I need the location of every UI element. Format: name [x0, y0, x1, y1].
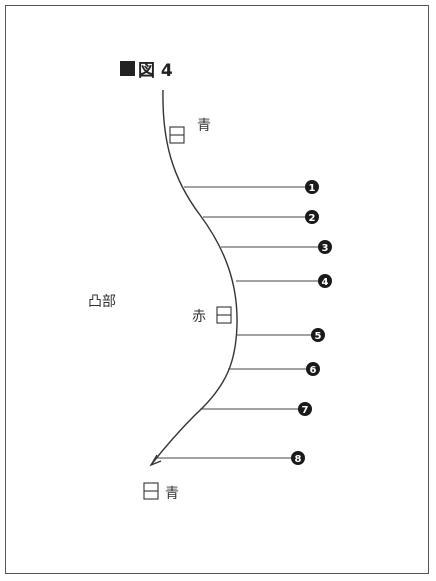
arrowhead-icon	[149, 454, 162, 467]
marker-label: 1	[309, 183, 316, 194]
marker-label: 3	[322, 243, 329, 254]
main-curve	[150, 89, 238, 466]
figure-title-text: 図 4	[138, 61, 173, 81]
middle-color-label: 赤	[192, 309, 206, 325]
figure-title: 図 4	[120, 56, 173, 81]
marker-label: 7	[302, 405, 309, 416]
marker-3: 3	[318, 240, 332, 254]
sample-marker-icon-bottom	[143, 482, 159, 500]
marker-2: 2	[305, 210, 319, 224]
marker-circle	[291, 451, 305, 465]
marker-circle	[306, 362, 320, 376]
sample-marker-icon-top	[169, 126, 185, 144]
top-color-label: 青	[197, 118, 211, 134]
marker-circle	[318, 274, 332, 288]
figure-frame	[5, 5, 429, 574]
marker-label: 2	[309, 213, 316, 224]
marker-1: 1	[305, 180, 319, 194]
sample-marker-icon-middle	[216, 306, 232, 324]
leader-lines	[155, 186, 318, 459]
marker-4: 4	[318, 274, 332, 288]
marker-circle	[318, 240, 332, 254]
marker-5: 5	[311, 328, 325, 342]
black-square-icon	[120, 61, 135, 76]
marker-circle	[311, 328, 325, 342]
side-label: 凸部	[88, 294, 116, 310]
marker-label: 4	[322, 277, 329, 288]
marker-8: 8	[291, 451, 305, 465]
marker-circle	[298, 402, 312, 416]
marker-circle	[305, 210, 319, 224]
marker-label: 6	[310, 365, 317, 376]
marker-circle	[305, 180, 319, 194]
marker-label: 5	[315, 331, 322, 342]
marker-7: 7	[298, 402, 312, 416]
marker-6: 6	[306, 362, 320, 376]
marker-label: 8	[295, 454, 302, 465]
bottom-color-label: 青	[165, 486, 179, 502]
